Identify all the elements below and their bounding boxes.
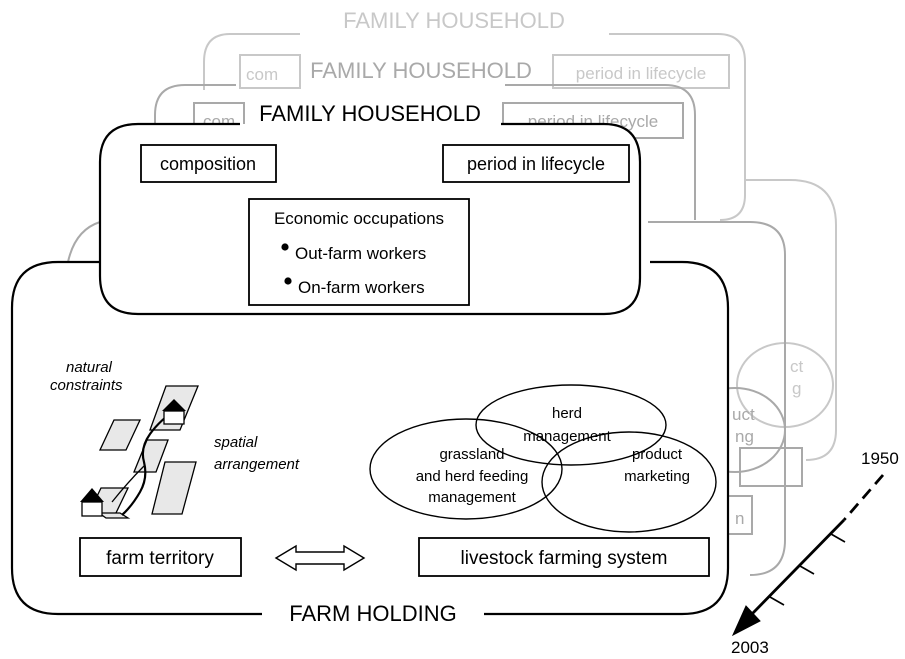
back-household-title: FAMILY HOUSEHOLD xyxy=(343,8,565,33)
farm-holding-title: FARM HOLDING xyxy=(289,601,456,626)
spatial-arrangement-label: arrangement xyxy=(214,456,300,473)
grassland-label: management xyxy=(428,489,516,506)
timeline-start-year: 1950 xyxy=(861,449,899,468)
back-household-frame xyxy=(203,33,746,221)
parcel xyxy=(98,419,142,451)
bullet-icon xyxy=(284,277,292,285)
bullet-icon xyxy=(281,243,289,251)
back-period-text: period in lifecycle xyxy=(576,64,706,83)
middle-household-title: FAMILY HOUSEHOLD xyxy=(310,58,532,83)
middle-holding-frame xyxy=(67,221,786,576)
middle-fragment-uct: uct xyxy=(732,405,755,424)
timeline-solid xyxy=(750,519,846,615)
economic-occupations-title: Economic occupations xyxy=(274,209,444,228)
composition-label: composition xyxy=(160,154,256,174)
livestock-farming-system-box: livestock farming system xyxy=(418,537,710,577)
back-layer-1950 xyxy=(203,33,837,461)
farm-building-icon xyxy=(80,488,104,517)
product-label: marketing xyxy=(624,468,690,485)
on-farm-workers: On-farm workers xyxy=(298,278,425,297)
product-label: product xyxy=(632,446,683,463)
farm-holding-frame xyxy=(10,260,730,616)
natural-constraints-label: natural xyxy=(66,359,113,376)
herd-management-ellipse xyxy=(475,384,667,466)
timeline-tick xyxy=(799,565,815,575)
back-composition-box xyxy=(239,54,301,89)
farm-path xyxy=(111,407,179,516)
livestock-ellipses xyxy=(369,384,717,533)
grassland-label: and herd feeding xyxy=(416,468,529,485)
timeline-tick xyxy=(769,596,785,606)
out-farm-workers: Out-farm workers xyxy=(295,244,426,263)
timeline-tick xyxy=(830,533,846,543)
farm-building-icon xyxy=(162,399,186,425)
herd-label: management xyxy=(523,428,611,445)
natural-constraints-label: constraints xyxy=(50,377,123,394)
middle-fragment-n: n xyxy=(735,509,744,528)
parcel xyxy=(151,461,197,515)
back-period-box xyxy=(552,54,730,89)
period-in-lifecycle-box: period in lifecycle xyxy=(442,144,630,183)
period-label: period in lifecycle xyxy=(467,154,605,174)
timeline-end-year: 2003 xyxy=(731,638,769,654)
economic-occupations-box: Economic occupations Out-farm workers On… xyxy=(248,198,470,306)
composition-box: composition xyxy=(140,144,277,183)
timeline-dashed xyxy=(842,474,885,521)
family-household-title: FAMILY HOUSEHOLD xyxy=(259,101,481,126)
timeline-arrowhead-icon xyxy=(731,605,761,637)
herd-label: herd xyxy=(552,405,582,422)
product-marketing-ellipse xyxy=(541,431,717,533)
livestock-system-label: livestock farming system xyxy=(461,548,668,569)
grassland-ellipse xyxy=(369,418,563,520)
back-fragment-ct: ct xyxy=(790,357,804,376)
back-holding-frame xyxy=(745,179,837,461)
middle-fragment-ng: ng xyxy=(735,427,754,446)
farm-territory-label: farm territory xyxy=(106,548,214,569)
grassland-label: grassland xyxy=(439,446,504,463)
parcel xyxy=(133,439,169,473)
timeline-axis xyxy=(731,474,885,637)
back-fragment-g: g xyxy=(792,379,801,398)
back-composition-fragment: com xyxy=(246,65,278,84)
middle-box-right xyxy=(739,447,803,487)
farm-territory-box: farm territory xyxy=(79,537,242,577)
double-arrow-icon xyxy=(274,544,366,572)
spatial-arrangement-label: spatial xyxy=(214,434,258,451)
middle-household-frame xyxy=(154,84,696,220)
